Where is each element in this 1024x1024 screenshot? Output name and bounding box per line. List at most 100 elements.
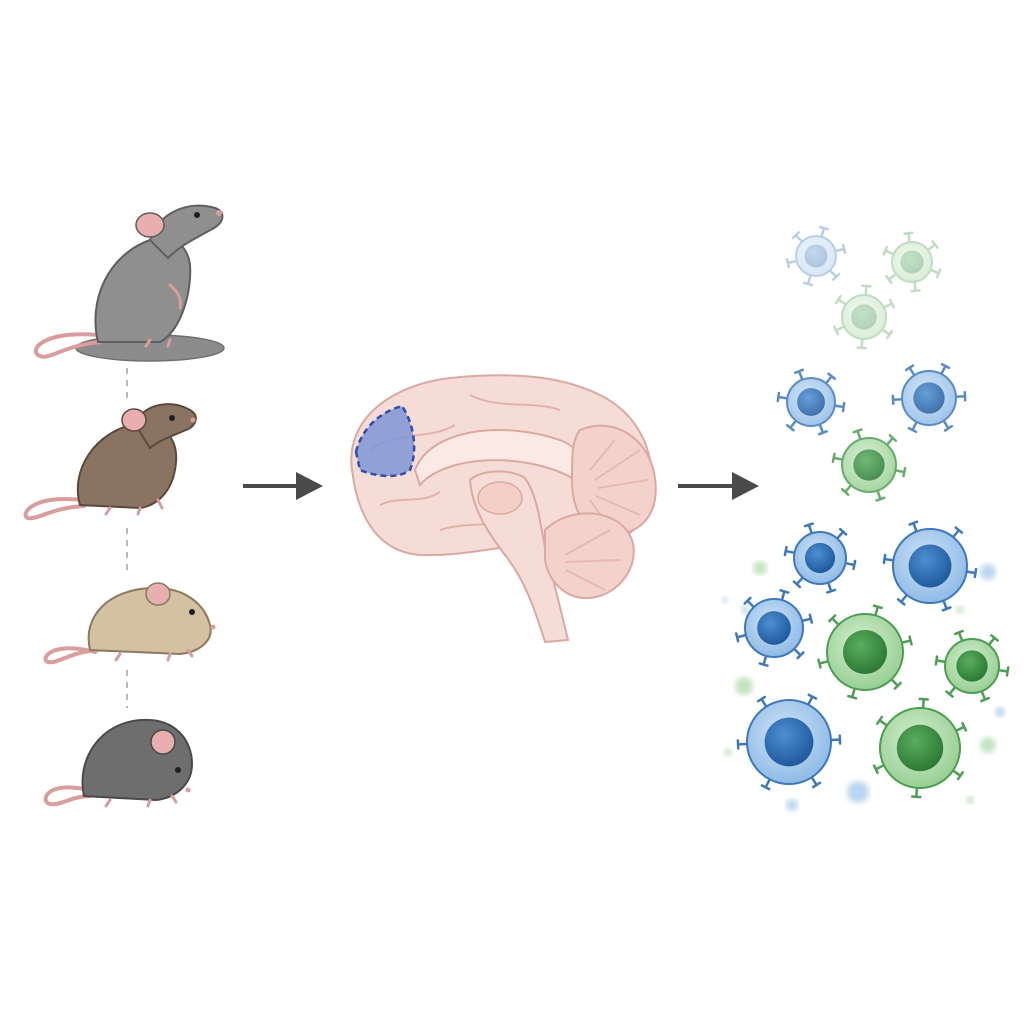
cell-receptor bbox=[758, 654, 769, 667]
cell-receptor bbox=[800, 613, 814, 624]
cell-receptor bbox=[894, 466, 907, 478]
mice-column bbox=[23, 204, 225, 808]
blue-immune-cell-icon bbox=[785, 225, 847, 287]
cell-receptor bbox=[941, 599, 952, 612]
green-immune-cell-icon bbox=[872, 697, 968, 799]
mouse-icon bbox=[43, 718, 194, 808]
cell-receptor bbox=[891, 394, 904, 405]
mouse-icon bbox=[33, 204, 225, 362]
cell-nucleus bbox=[908, 544, 952, 588]
cell-receptor bbox=[818, 225, 830, 239]
cell-receptor bbox=[844, 559, 857, 571]
cell-receptor bbox=[890, 678, 902, 690]
cell-receptor bbox=[882, 553, 895, 565]
arrow-right-icon bbox=[243, 472, 323, 500]
cell-receptor bbox=[896, 593, 909, 606]
cell-receptor bbox=[792, 647, 805, 660]
cell-receptor bbox=[904, 364, 916, 377]
cell-receptor bbox=[903, 231, 914, 244]
cell-receptor bbox=[942, 419, 954, 432]
cell-receptor bbox=[882, 298, 895, 309]
particle-dot bbox=[735, 677, 753, 695]
cell-receptor bbox=[987, 634, 999, 647]
blue-immune-cell-icon bbox=[736, 693, 842, 791]
cell-receptor bbox=[926, 240, 939, 252]
cell-nucleus bbox=[956, 650, 988, 682]
cell-receptor bbox=[736, 739, 749, 750]
cell-receptor bbox=[831, 452, 844, 464]
cell-receptor bbox=[918, 697, 929, 710]
particle-dot bbox=[786, 799, 798, 811]
brain-sagittal-icon bbox=[350, 374, 657, 644]
blue-immune-cell-icon bbox=[891, 362, 967, 434]
blue-immune-cell-icon bbox=[776, 368, 846, 436]
particle-dot bbox=[995, 707, 1005, 717]
cell-receptor bbox=[834, 243, 847, 255]
particle-dot bbox=[980, 564, 996, 580]
cell-receptor bbox=[802, 273, 814, 287]
cell-receptor bbox=[953, 629, 964, 643]
mouse-icon bbox=[23, 403, 197, 521]
cell-receptor bbox=[794, 368, 805, 381]
cell-receptor bbox=[951, 769, 964, 781]
cell-receptor bbox=[792, 576, 805, 589]
cell-receptor bbox=[900, 635, 913, 646]
cell-receptor bbox=[779, 589, 790, 602]
cell-receptor bbox=[882, 245, 895, 256]
green-immune-cell-icon bbox=[882, 231, 942, 293]
cell-receptor bbox=[911, 786, 922, 799]
cell-receptor bbox=[785, 257, 798, 269]
blue-immune-cell-icon bbox=[734, 589, 814, 667]
particle-dot bbox=[980, 737, 996, 753]
cell-receptor bbox=[908, 520, 919, 533]
particle-dot bbox=[722, 597, 728, 603]
cell-nucleus bbox=[913, 382, 945, 414]
cell-receptor bbox=[872, 764, 886, 775]
cell-receptor bbox=[875, 489, 886, 502]
cell-receptor bbox=[828, 614, 840, 626]
cell-receptor bbox=[785, 419, 798, 432]
cell-receptor bbox=[856, 337, 867, 350]
cell-receptor bbox=[880, 328, 894, 340]
cell-receptor bbox=[910, 280, 921, 293]
cell-receptor bbox=[756, 695, 768, 708]
cell-receptor bbox=[776, 391, 789, 403]
cell-receptor bbox=[829, 734, 842, 745]
particle-dot bbox=[966, 796, 974, 804]
cell-nucleus bbox=[900, 250, 924, 274]
cell-nucleus bbox=[851, 304, 877, 330]
blue-immune-cell-icon bbox=[882, 520, 978, 612]
cell-receptor bbox=[817, 658, 830, 669]
blue-immune-cell-icon bbox=[783, 522, 857, 594]
cell-receptor bbox=[940, 362, 951, 376]
cell-receptor bbox=[833, 401, 846, 413]
cell-receptor bbox=[833, 325, 846, 336]
cell-receptor bbox=[828, 269, 841, 281]
cell-nucleus bbox=[804, 542, 836, 574]
cell-receptor bbox=[824, 372, 837, 385]
cell-receptor bbox=[783, 545, 796, 557]
cell-receptor bbox=[885, 434, 898, 447]
green-immune-cell-icon bbox=[934, 629, 1010, 703]
cell-receptor bbox=[834, 294, 848, 306]
particle-dot bbox=[847, 781, 869, 803]
cell-receptor bbox=[885, 272, 898, 284]
cell-receptor bbox=[847, 687, 858, 700]
cell-receptor bbox=[734, 632, 748, 643]
cell-receptor bbox=[954, 391, 967, 402]
cell-cluster bbox=[722, 225, 1010, 811]
cell-receptor bbox=[907, 420, 918, 434]
green-immune-cell-icon bbox=[833, 284, 895, 350]
cell-nucleus bbox=[757, 611, 791, 645]
cell-receptor bbox=[951, 526, 964, 539]
cell-receptor bbox=[791, 231, 804, 243]
cell-receptor bbox=[934, 655, 947, 666]
cell-nucleus bbox=[797, 388, 825, 416]
cell-receptor bbox=[852, 428, 863, 441]
cell-receptor bbox=[840, 483, 853, 496]
cell-receptor bbox=[861, 284, 872, 297]
particle-dot bbox=[956, 606, 964, 614]
cell-receptor bbox=[807, 693, 818, 706]
